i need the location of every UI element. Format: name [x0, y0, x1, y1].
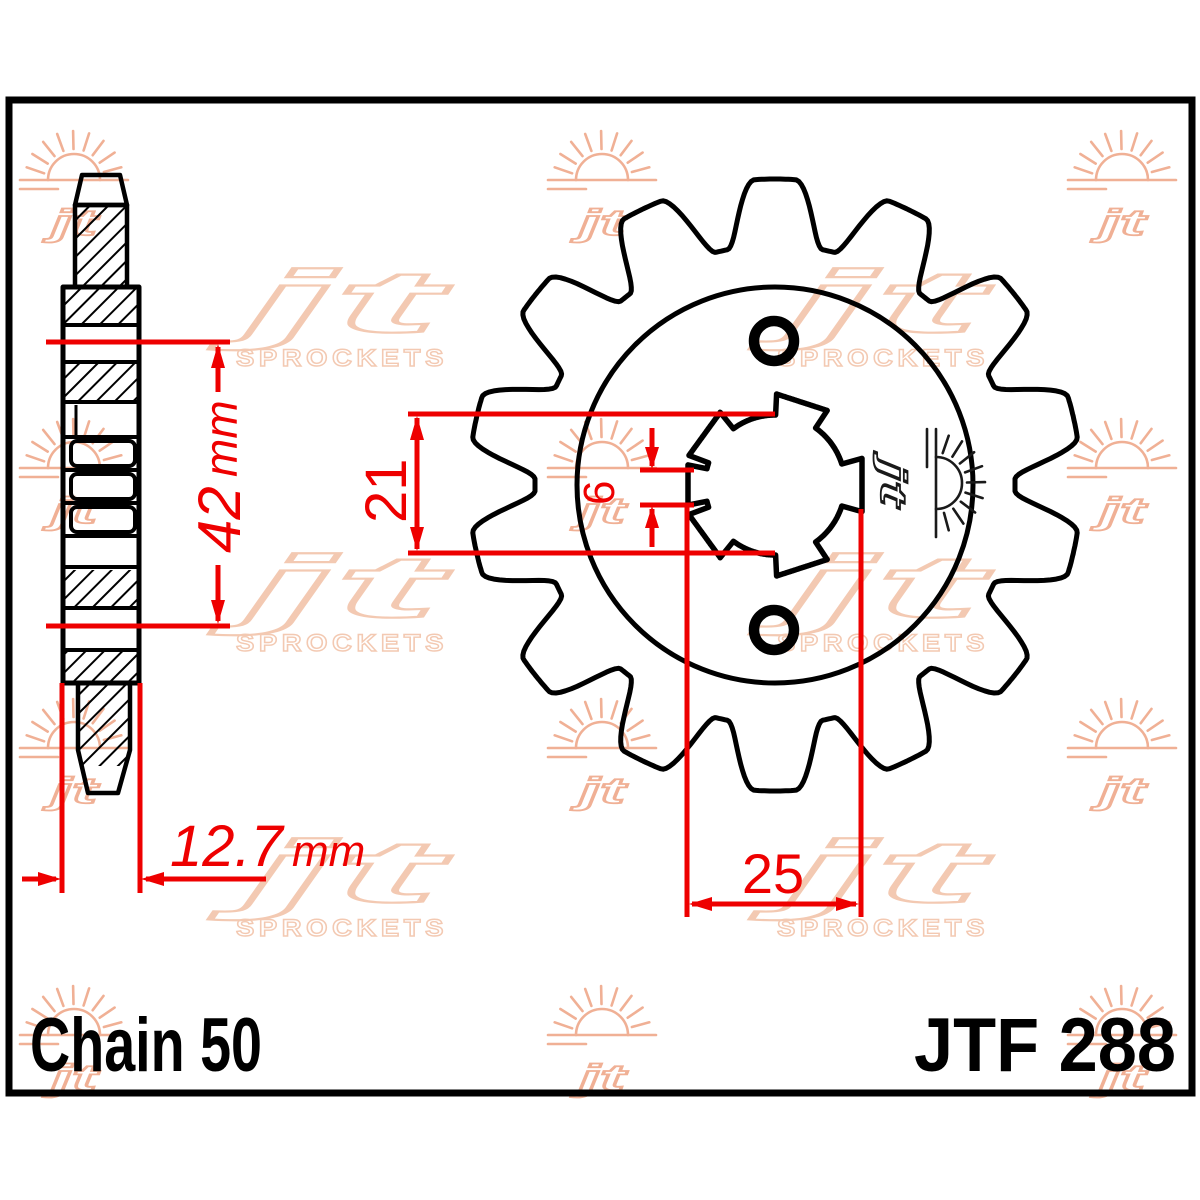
chain-size-label: Chain 50 — [30, 1003, 262, 1088]
dim-42-unit: mm — [195, 400, 247, 477]
dimension-21: 21 — [354, 411, 775, 556]
dim-25-value: 25 — [742, 842, 804, 905]
dim-12-7-value: 12.7 — [170, 814, 286, 879]
bolt-hole-bottom — [748, 604, 800, 656]
dimension-25: 25 — [684, 507, 864, 917]
sprocket-front-view — [470, 176, 1080, 794]
sun-watermark — [1066, 417, 1178, 533]
dimension-42mm: 42 mm — [46, 339, 253, 629]
spline-bore — [685, 391, 865, 579]
sprocket-side-view — [60, 172, 142, 796]
dim-21-value: 21 — [354, 458, 419, 523]
gear-outline — [470, 176, 1080, 794]
section-band-lines — [63, 323, 139, 652]
dim-6-value: 6 — [575, 481, 624, 505]
sun-watermark — [546, 417, 658, 533]
sun-watermark — [1066, 129, 1178, 245]
dim-42-value: 42 — [186, 486, 253, 553]
dimension-12-7mm: 12.7 mm — [22, 683, 365, 893]
dim-12-7-unit: mm — [292, 827, 365, 876]
spline-window — [69, 439, 137, 468]
arrowheads — [645, 447, 659, 528]
sun-watermark — [546, 697, 658, 813]
sun-watermark — [546, 129, 658, 245]
jt-sprockets-watermark — [207, 250, 454, 374]
shaft-bottom-tongue — [75, 683, 133, 796]
sun-watermark — [546, 984, 658, 1100]
spline-window — [69, 505, 137, 534]
dimension-6: 6 — [575, 428, 694, 547]
part-number-label: JTF 288 — [914, 1003, 1176, 1088]
drawing-border — [5, 96, 1196, 1097]
hub-circle — [574, 284, 976, 686]
arrowheads — [38, 872, 164, 886]
sun-watermark — [1066, 697, 1178, 813]
spline-window — [69, 472, 137, 501]
bolt-hole-top — [748, 315, 800, 367]
